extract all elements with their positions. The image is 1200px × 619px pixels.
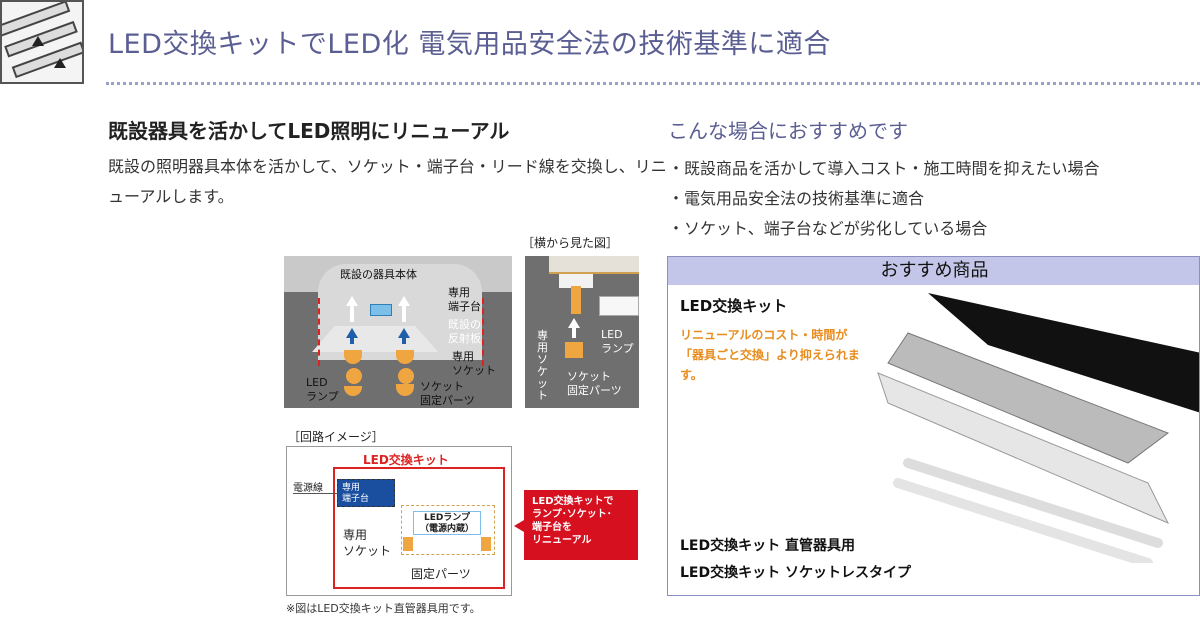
circuit-caption: ［回路イメージ］ xyxy=(288,430,384,444)
socket-label: 専用 ソケット xyxy=(343,528,392,558)
side-diagram: LED ランプ 専用ソケット ソケット 固定パーツ xyxy=(525,256,639,408)
renewal-callout: LED交換キットで ランプ･ソケット･ 端子台を リニューアル xyxy=(514,490,638,560)
lamp-label: LED ランプ xyxy=(306,376,339,403)
recommend-heading: こんな場合におすすめです xyxy=(668,119,908,143)
arrow-up-icon xyxy=(398,328,410,338)
dotted-divider xyxy=(106,82,1200,85)
terminal-label: 専用 端子台 xyxy=(448,286,481,313)
product-type-1: LED交換キット 直管器具用 xyxy=(680,538,855,554)
socket-label: 専用 ソケット xyxy=(452,350,496,377)
lamp-tube xyxy=(599,296,639,316)
circuit-diagram: LED交換キット 電源線 専用 端子台 LEDランプ （電源内蔵） 専用 ソケッ… xyxy=(286,446,512,596)
kit-title: LED交換キット xyxy=(363,453,449,467)
terminal-box: 専用 端子台 xyxy=(337,479,395,507)
recommended-header: おすすめ商品 xyxy=(668,257,1199,285)
fixture-icon xyxy=(0,0,86,84)
body-label: 既設の器具本体 xyxy=(340,268,417,281)
terminal-block xyxy=(370,304,392,316)
left-heading: 既設器具を活かしてLED照明にリニューアル xyxy=(108,119,510,143)
recommended-box: おすすめ商品 LED交換キット リニューアルのコスト・時間が「器具ごと交換」より… xyxy=(667,256,1200,596)
list-item: 既設商品を活かして導入コスト・施工時間を抑えたい場合 xyxy=(668,154,1100,184)
list-item: 電気用品安全法の技術基準に適合 xyxy=(668,184,1100,214)
kit-outline xyxy=(333,467,505,589)
lamp-end-shape xyxy=(346,368,362,384)
socket-shape xyxy=(403,537,413,551)
page-title: LED交換キットでLED化 電気用品安全法の技術基準に適合 xyxy=(108,29,831,60)
lamp-end-shape xyxy=(398,368,414,384)
socket-label: 専用ソケット xyxy=(537,329,548,402)
front-diagram: 既設の器具本体 専用 端子台 既設の 反射板 専用 ソケット LED ランプ ソ… xyxy=(284,256,512,408)
fixing-label: ソケット 固定パーツ xyxy=(567,370,622,397)
side-caption: ［横から見た図］ xyxy=(522,236,619,250)
recommend-list: 既設商品を活かして導入コスト・施工時間を抑えたい場合 電気用品安全法の技術基準に… xyxy=(668,154,1100,244)
socket-shape xyxy=(481,537,491,551)
left-body: 既設の照明器具本体を活かして、ソケット・端子台・リード線を交換し、リニューアルし… xyxy=(108,157,667,206)
arrow-up-icon xyxy=(568,318,580,328)
fixing-part xyxy=(565,342,583,358)
product-image xyxy=(877,293,1199,563)
fixing-label: 固定パーツ xyxy=(411,567,471,581)
power-label: 電源線 xyxy=(293,483,323,494)
reflector-label: 既設の 反射板 xyxy=(448,318,481,345)
arrow-up-icon xyxy=(346,296,358,306)
product-type-2: LED交換キット ソケットレスタイプ xyxy=(680,565,911,581)
footnote: ※図はLED交換キット直管器具用です。 xyxy=(286,602,481,615)
product-description: リニューアルのコスト・時間が「器具ごと交換」より抑えられます。 xyxy=(680,328,860,382)
lamp-label: LED ランプ xyxy=(601,328,634,355)
socket-shape xyxy=(571,286,581,314)
product-name: LED交換キット xyxy=(680,297,788,315)
list-item: ソケット、端子台などが劣化している場合 xyxy=(668,214,1100,244)
reflector xyxy=(312,326,438,352)
arrow-up-icon xyxy=(346,328,358,338)
socket-shape xyxy=(344,350,362,364)
lamp-tube: LEDランプ （電源内蔵） xyxy=(413,511,481,535)
socket-shape xyxy=(396,350,414,364)
arrow-up-icon xyxy=(398,296,410,306)
fixing-label: ソケット 固定パーツ xyxy=(420,380,475,407)
